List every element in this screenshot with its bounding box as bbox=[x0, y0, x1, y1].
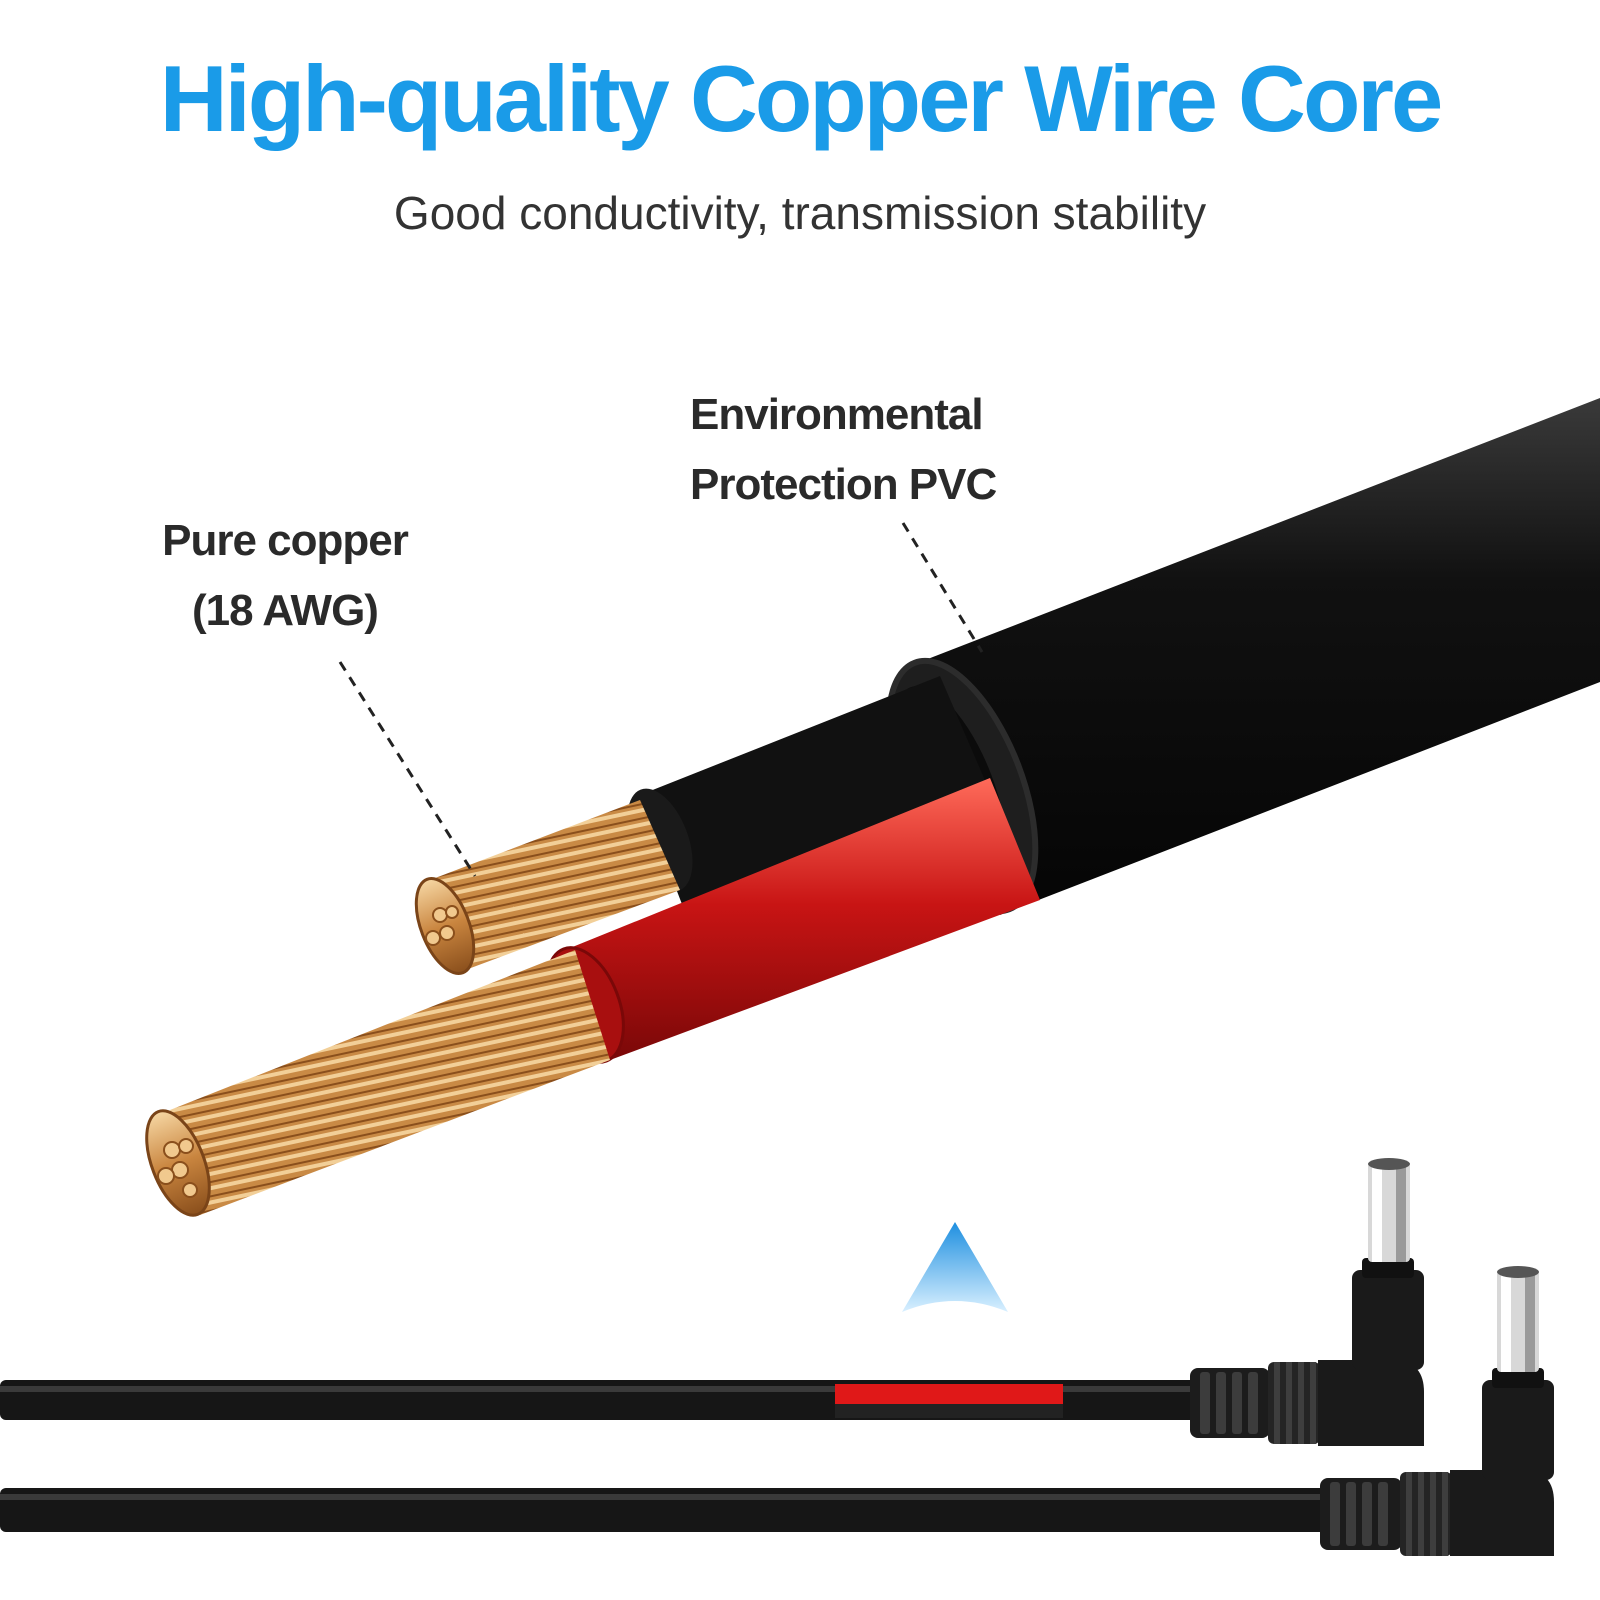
copper-label-line2: (18 AWG) bbox=[192, 586, 379, 635]
pvc-label: Environmental Protection PVC bbox=[690, 380, 1070, 520]
copper-label-line1: Pure copper bbox=[162, 516, 409, 565]
pvc-label-line2: Protection PVC bbox=[690, 460, 997, 509]
page-title: High-quality Copper Wire Core bbox=[159, 46, 1443, 151]
pvc-leader-line bbox=[901, 522, 984, 653]
copper-leader-line bbox=[338, 661, 477, 877]
upper-cable bbox=[0, 1380, 1200, 1420]
upper-dc-plug bbox=[1190, 1158, 1424, 1446]
lower-cable bbox=[0, 1488, 1330, 1532]
page-subtitle: Good conductivity, transmission stabilit… bbox=[393, 187, 1207, 239]
up-arrow-icon bbox=[902, 1222, 1008, 1312]
lower-dc-plug bbox=[1320, 1266, 1554, 1556]
copper-strands-red bbox=[145, 950, 610, 1217]
copper-strands-black bbox=[414, 800, 680, 975]
copper-label: Pure copper (18 AWG) bbox=[130, 506, 440, 646]
pvc-label-line1: Environmental bbox=[690, 390, 984, 439]
